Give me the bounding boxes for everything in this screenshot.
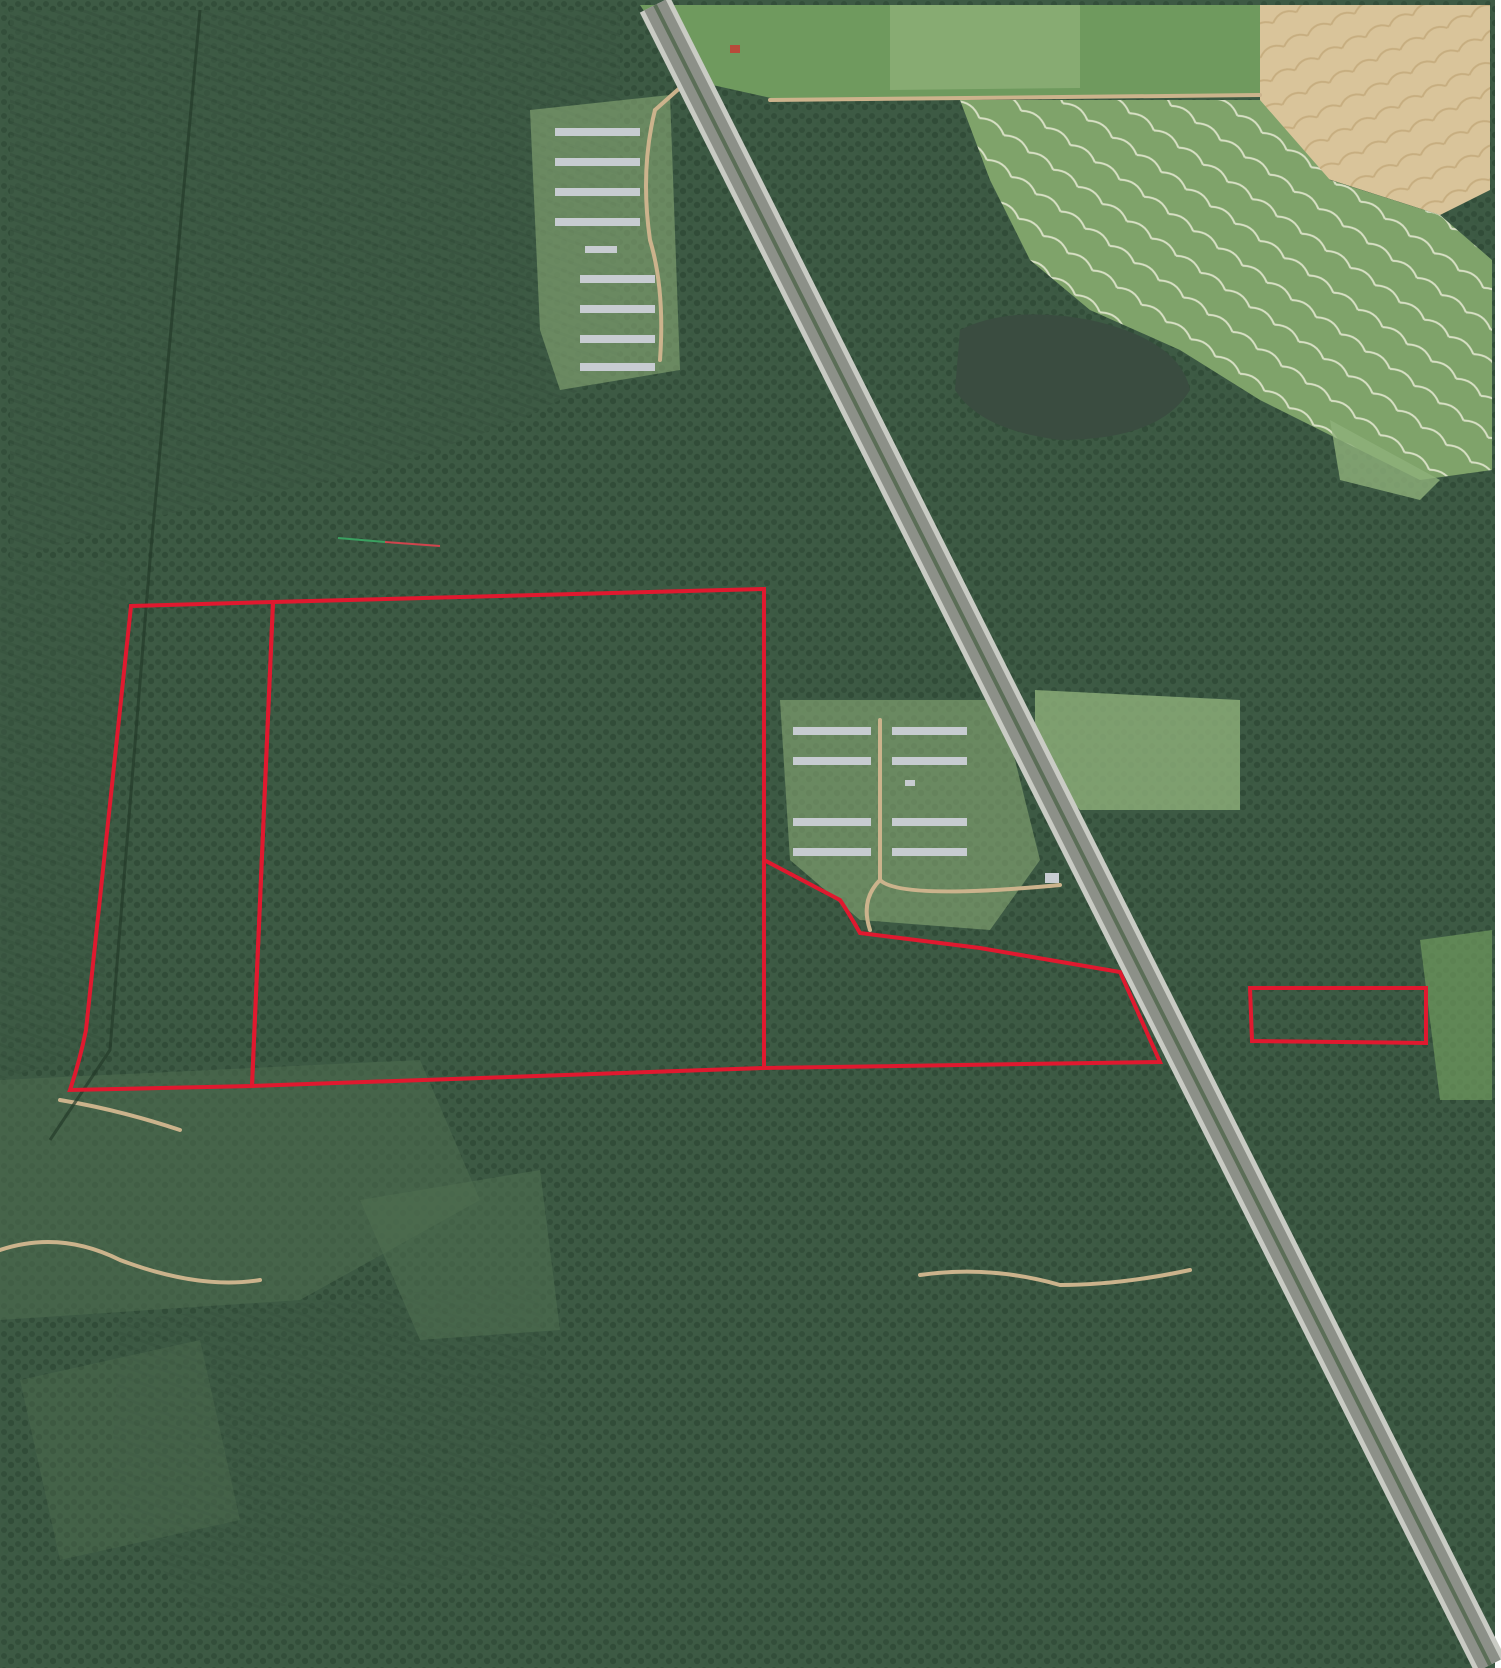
- poultry-house: [555, 158, 640, 166]
- poultry-house: [555, 128, 640, 136]
- field-erosion-bare: [1330, 420, 1440, 500]
- poultry-house: [892, 727, 967, 735]
- dirt-road-central-farm: [878, 718, 1062, 894]
- poultry-house: [892, 848, 967, 856]
- farm-building-north: [730, 45, 740, 53]
- field-contour-east: [960, 100, 1492, 480]
- poultry-house: [580, 335, 655, 343]
- highway: [639, 0, 1501, 1668]
- field-small-east-green: [1420, 930, 1492, 1100]
- poultry-house: [793, 727, 871, 735]
- agricultural-fields: [640, 5, 1492, 1100]
- poultry-house: [555, 218, 640, 226]
- poultry-house: [793, 848, 871, 856]
- light-forest-patch-1: [0, 1060, 480, 1320]
- field-tan-northeast: [1260, 5, 1490, 215]
- poultry-house: [892, 818, 967, 826]
- poultry-houses-north: [555, 128, 655, 371]
- field-north-pale: [890, 5, 1080, 90]
- parcel-outlines: [67, 586, 1428, 1093]
- light-forest-patch-2: [360, 1170, 560, 1340]
- dirt-road-north-farm: [644, 108, 664, 362]
- pine-rows-west: [0, 560, 130, 1080]
- pine-rows-southwest: [110, 1280, 560, 1620]
- poultry-house: [793, 818, 871, 826]
- pond: [955, 314, 1190, 440]
- mixed-forest-south: [0, 1060, 560, 1560]
- poultry-house: [580, 305, 655, 313]
- poultry-house: [555, 188, 640, 196]
- poultry-house: [892, 757, 967, 765]
- poultry-houses-central: [793, 727, 1059, 883]
- field-small-east: [1035, 690, 1240, 810]
- highway-median: [653, 4, 1492, 1666]
- parcel-west-strip: [67, 599, 276, 1093]
- farm-outbuilding: [905, 780, 915, 786]
- dirt-road-west-trail: [0, 1240, 262, 1285]
- poultry-house: [580, 363, 655, 371]
- farm-clearing-north: [530, 95, 680, 390]
- utility-corridor: [48, 9, 202, 1141]
- dirt-road-northeast-farm: [768, 93, 1262, 102]
- survey-mark: [384, 541, 441, 547]
- parcel-small-east-lot: [1247, 986, 1428, 1046]
- farm-outbuilding: [1045, 873, 1059, 883]
- survey-mark: [337, 537, 386, 543]
- light-forest-patch-3: [20, 1340, 240, 1560]
- poultry-house: [585, 246, 617, 253]
- poultry-house: [793, 757, 871, 765]
- dirt-roads: [0, 68, 1262, 1288]
- dirt-road-central-spur: [864, 878, 882, 932]
- dirt-road-ridge: [918, 1268, 1192, 1288]
- parcel-southeast-tract: [762, 856, 1164, 1071]
- poultry-house: [580, 275, 655, 283]
